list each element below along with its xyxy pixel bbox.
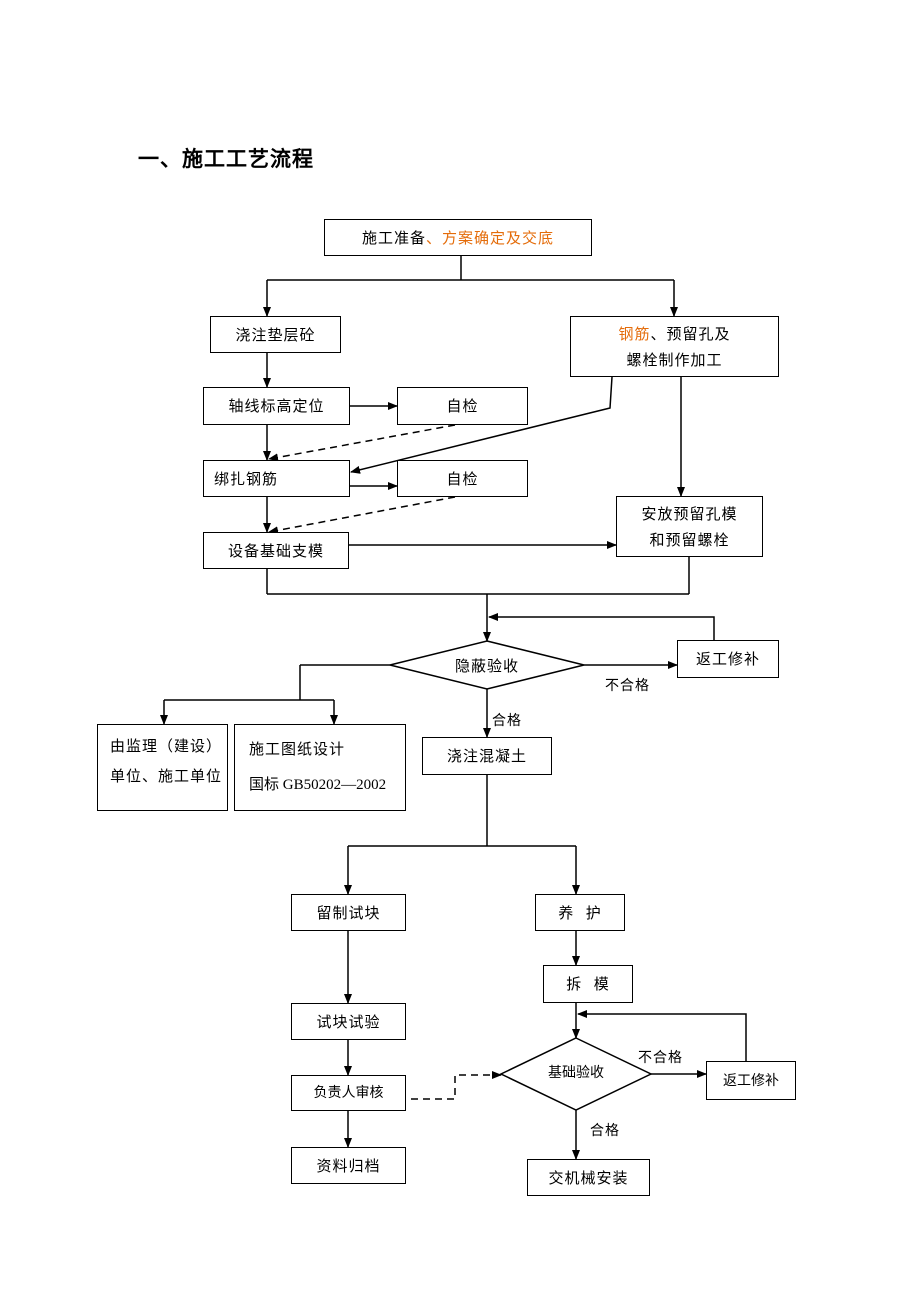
node-rebar-fabrication: 钢筋、预留孔及 螺栓制作加工 [570,316,779,377]
node-rebar-line1: 、预留孔及 [650,324,731,343]
node-foundation-inspection-label: 基础验收 [548,1065,604,1081]
node-install-line2: 和预留螺栓 [649,530,730,549]
node-review: 负责人审核 [291,1075,406,1111]
node-axis-position: 轴线标高定位 [203,387,350,425]
node-tie-rebar-label: 绑扎钢筋 [214,469,279,488]
node-foundation-inspection: 基础验收 [526,1062,626,1082]
node-standard-line2: 国标 GB50202—2002 [249,777,387,793]
node-supervisor-line2: 单位、施工单位 [110,767,223,785]
node-formwork: 设备基础支模 [203,532,349,569]
node-supervisor-line1: 由监理（建设） [110,737,223,755]
node-curing-label: 养 护 [558,903,602,922]
node-axis-position-label: 轴线标高定位 [228,397,325,415]
node-pour-concrete: 浇注混凝土 [422,737,552,775]
node-pour-concrete-label: 浇注混凝土 [446,747,527,765]
node-self-check-2-label: 自检 [446,469,479,488]
node-archive: 资料归档 [291,1147,406,1184]
node-review-label: 负责人审核 [313,1085,384,1101]
node-block-test: 试块试验 [291,1003,406,1040]
node-standard: 施工图纸设计 国标 GB50202—2002 [234,724,406,811]
node-install-line1: 安放预留孔模 [641,504,738,523]
node-test-block-label: 留制试块 [316,903,381,922]
node-rework-2-label: 返工修补 [723,1072,779,1089]
node-construction-prep: 施工准备、方案确定及交底 [324,219,592,256]
node-remove-form-label: 拆 模 [566,975,610,993]
node-hidden-inspection: 隐蔽验收 [420,655,554,676]
node-rebar-line2: 螺栓制作加工 [626,350,723,369]
node-pour-cushion: 浇注垫层砼 [210,316,341,353]
node-rework-1-label: 返工修补 [695,650,760,668]
node-prep-orange-text: 、方案确定及交底 [426,228,555,247]
node-curing: 养 护 [535,894,625,931]
label-fail-1: 不合格 [605,678,650,694]
node-rework-1: 返工修补 [677,640,779,678]
node-block-test-label: 试块试验 [316,1012,381,1031]
label-pass-2: 合格 [590,1123,620,1139]
node-standard-line1: 施工图纸设计 [249,740,346,758]
node-rebar-orange-text: 钢筋 [618,324,651,343]
label-pass-1: 合格 [492,713,522,729]
node-remove-form: 拆 模 [543,965,633,1003]
node-test-block: 留制试块 [291,894,406,931]
node-archive-label: 资料归档 [316,1156,381,1175]
node-prep-text: 施工准备 [361,228,426,247]
node-tie-rebar: 绑扎钢筋 [203,460,350,497]
page-title: 一、施工工艺流程 [138,147,314,171]
node-self-check-1: 自检 [397,387,528,425]
node-pour-cushion-label: 浇注垫层砼 [235,325,316,344]
node-hidden-inspection-label: 隐蔽验收 [454,657,519,675]
node-handover-label: 交机械安装 [548,1168,629,1187]
node-self-check-2: 自检 [397,460,528,497]
node-self-check-1-label: 自检 [446,397,479,415]
node-handover: 交机械安装 [527,1159,650,1196]
label-fail-2: 不合格 [638,1050,683,1066]
node-rework-2: 返工修补 [706,1061,796,1100]
node-install-reserved-hole: 安放预留孔模 和预留螺栓 [616,496,763,557]
node-formwork-label: 设备基础支模 [227,541,324,560]
node-supervisor: 由监理（建设） 单位、施工单位 [97,724,228,811]
